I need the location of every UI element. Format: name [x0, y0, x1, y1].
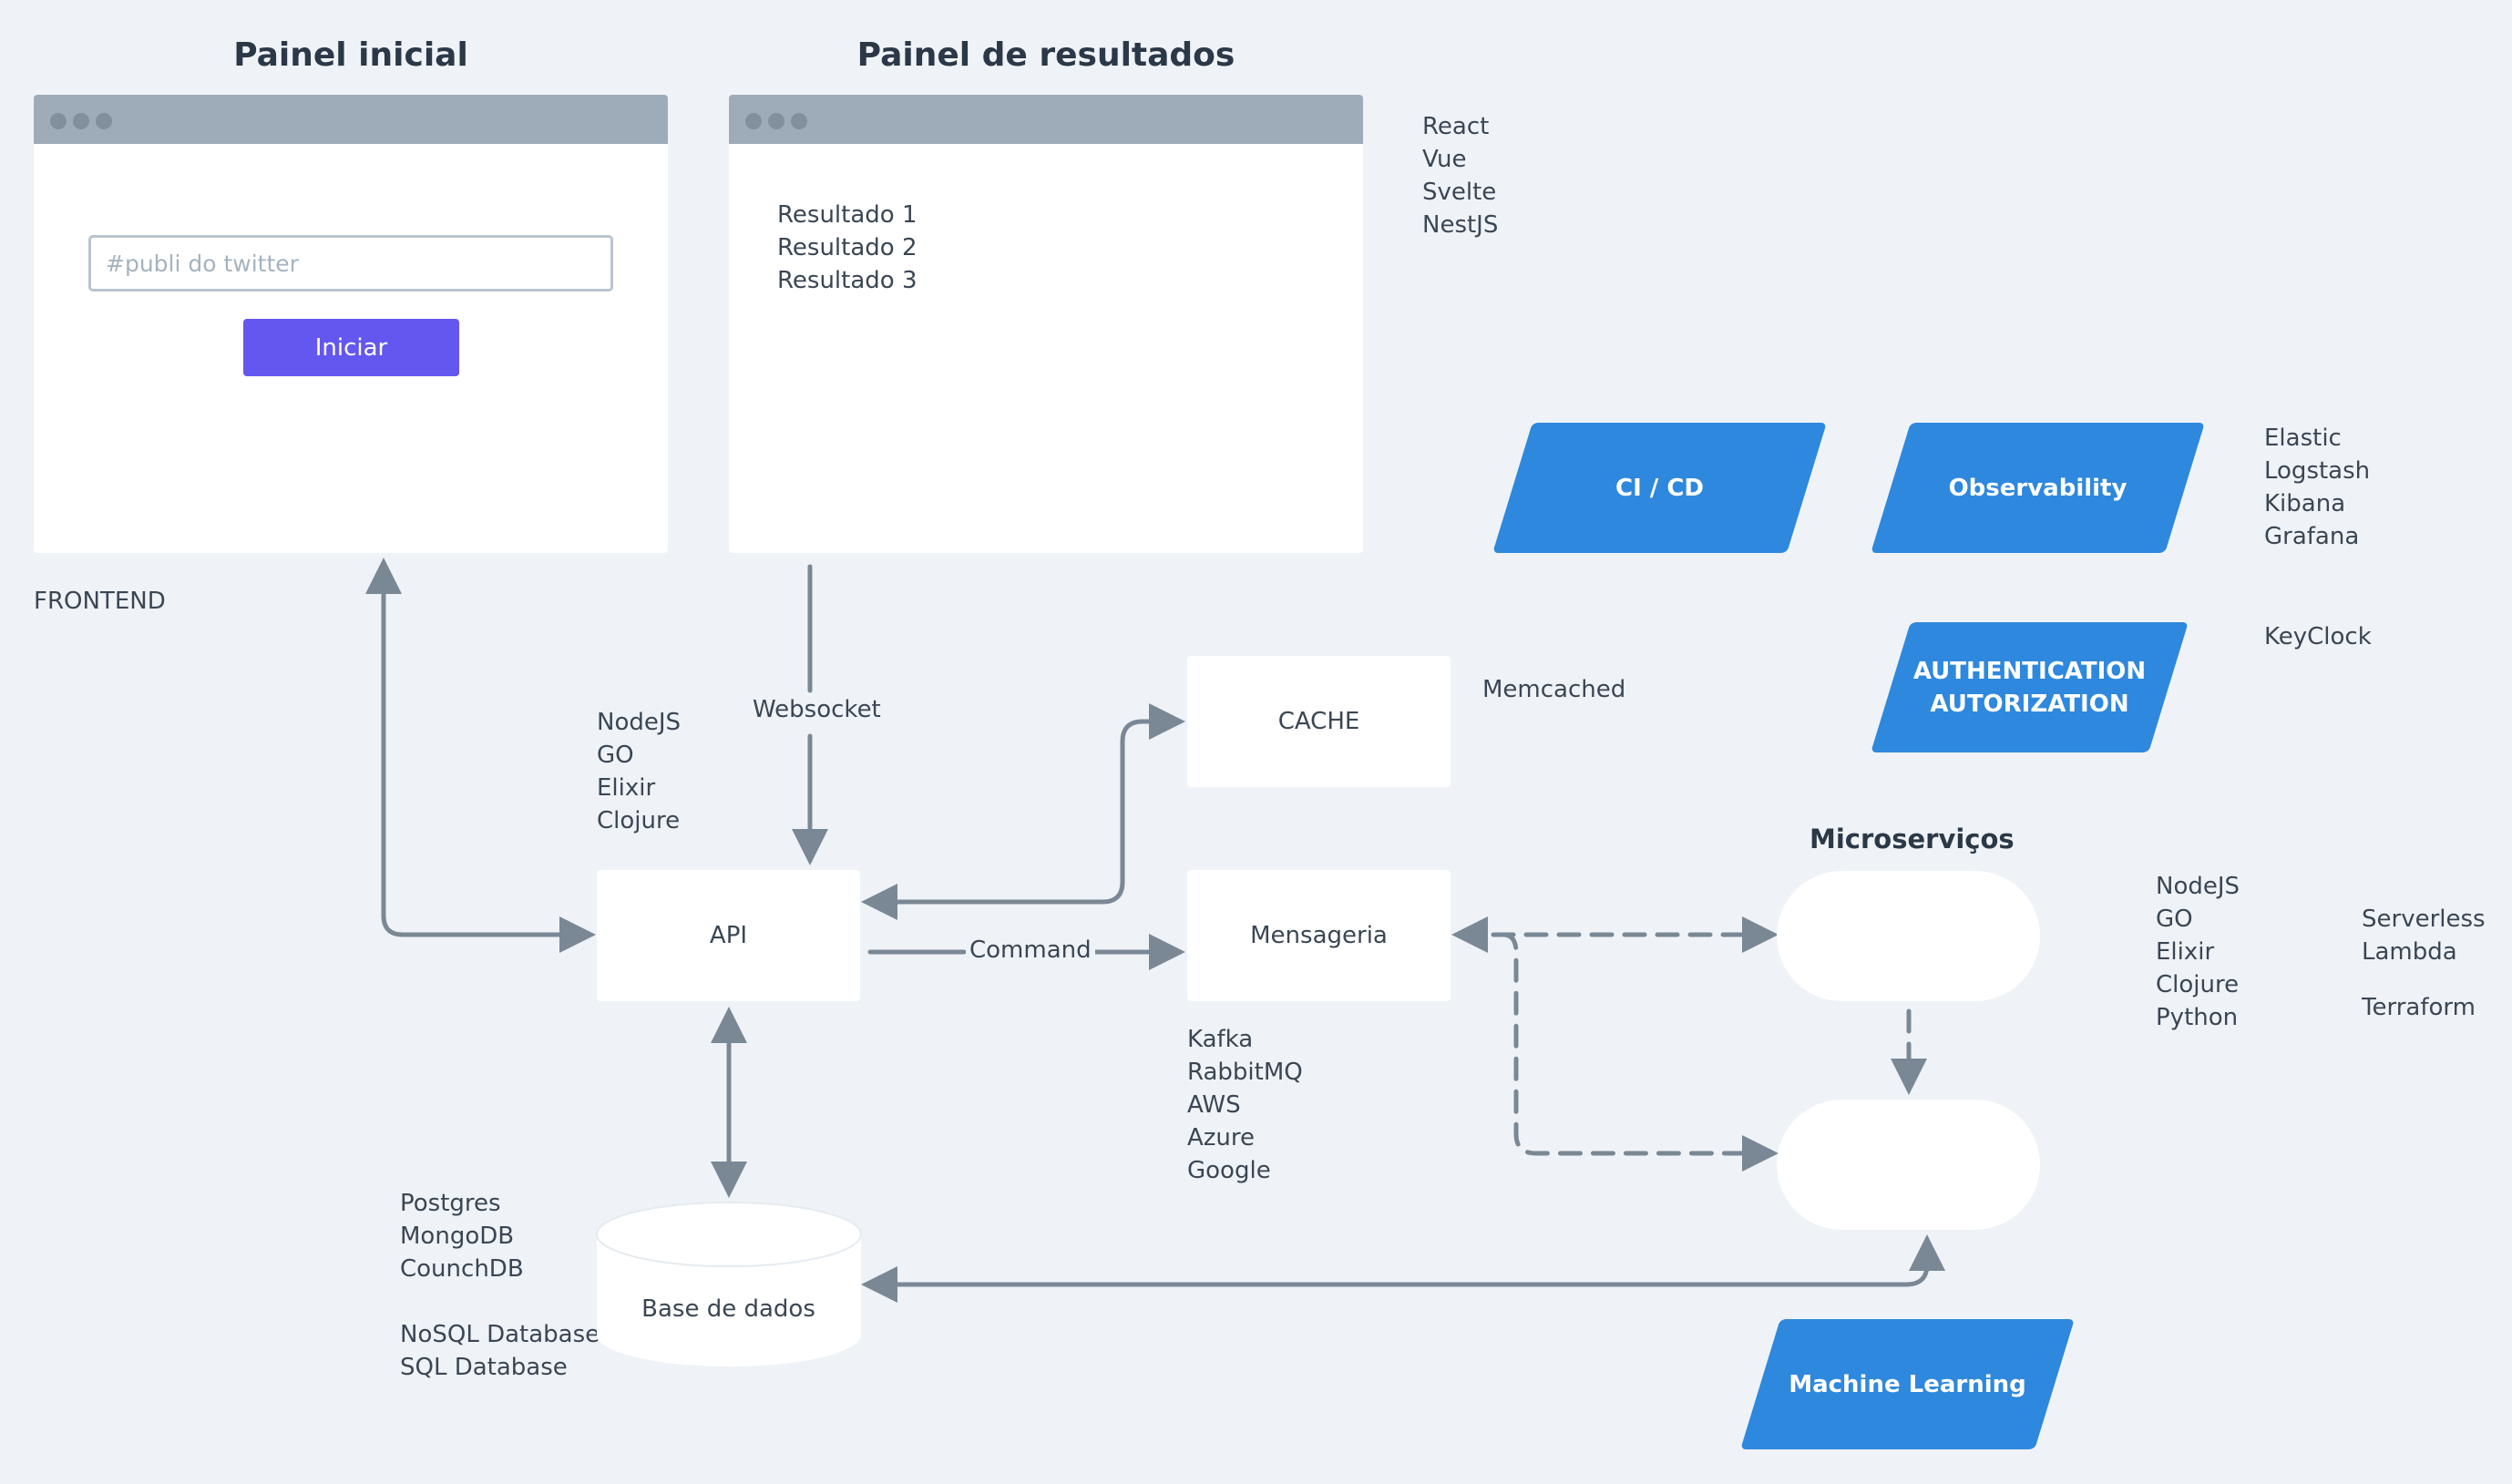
microservices-title: Microserviços [1810, 824, 2015, 855]
arrow-database-microservice [861, 1234, 1945, 1303]
frontend-frameworks: React Vue Svelte NestJS [1422, 110, 1498, 241]
messaging-tech-item: RabbitMQ [1187, 1059, 1303, 1086]
auth-label: AUTHENTICATION AUTORIZATION [1891, 622, 2169, 752]
cache-box: CACHE [1187, 656, 1451, 787]
database-tech-item: MongoDB [400, 1223, 515, 1250]
painel-inicial-title: Painel inicial [233, 36, 468, 74]
database-type-item: NoSQL Database [400, 1321, 600, 1348]
messaging-tech-item: Google [1187, 1157, 1271, 1184]
messaging-tech: Kafka RabbitMQ AWS Azure Google [1187, 1023, 1303, 1187]
microservices-platform-item: Lambda [2362, 938, 2457, 966]
microservices-language-item: Clojure [2156, 971, 2240, 998]
database-tech: Postgres MongoDB CounchDB NoSQL Database… [400, 1187, 600, 1384]
observability-tech-item: Logstash [2264, 457, 2371, 485]
window-dot-icon [791, 113, 807, 129]
observability-block: Observability [1871, 423, 2205, 553]
framework-item: React [1422, 113, 1490, 140]
window-title-bar [729, 95, 1363, 144]
frontend-label: FRONTEND [34, 588, 166, 615]
window-dot-icon [73, 113, 89, 129]
websocket-label: Websocket [749, 696, 885, 723]
spacer [400, 1285, 600, 1318]
database-cylinder [596, 1202, 862, 1366]
messaging-tech-item: Azure [1187, 1124, 1256, 1151]
results-list: Resultado 1 Resultado 2 Resultado 3 [777, 199, 918, 297]
microservices-platform: Serverless Lambda [2362, 903, 2486, 968]
search-input[interactable]: #publi do twitter [88, 235, 613, 292]
messaging-tech-item: AWS [1187, 1091, 1241, 1119]
database-label: Base de dados [641, 1295, 815, 1323]
observability-tech-item: Elastic [2264, 425, 2342, 452]
observability-label: Observability [1948, 474, 2128, 502]
result-item: Resultado 3 [777, 267, 918, 294]
auth-block: AUTHENTICATION AUTORIZATION [1871, 622, 2189, 752]
api-box: API [597, 870, 860, 1001]
iniciar-button[interactable]: Iniciar [243, 319, 459, 376]
arrow-painel-inicial-api [365, 558, 596, 953]
messaging-tech-item: Kafka [1187, 1026, 1254, 1053]
microservice-node-1 [1777, 871, 2040, 1001]
framework-item: NestJS [1422, 211, 1499, 239]
microservices-language-item: NodeJS [2156, 873, 2240, 900]
auth-label-line2: AUTORIZATION [1930, 690, 2129, 718]
api-language-item: NodeJS [597, 709, 682, 736]
microservice-node-2 [1777, 1100, 2040, 1230]
painel-resultados-window [729, 95, 1363, 553]
painel-resultados-title: Painel de resultados [856, 36, 1235, 74]
ci-cd-label: CI / CD [1615, 474, 1705, 502]
mensageria-box: Mensageria [1187, 870, 1451, 1001]
microservices-language-item: Elixir [2156, 938, 2215, 966]
framework-item: Svelte [1422, 179, 1497, 206]
auth-label-line1: AUTHENTICATION [1912, 657, 2147, 685]
ci-cd-block: CI / CD [1492, 423, 1827, 553]
command-label: Command [966, 936, 1095, 964]
observability-tech: Elastic Logstash Kibana Grafana [2264, 422, 2370, 553]
window-dot-icon [50, 113, 67, 129]
observability-tech-item: Kibana [2264, 490, 2346, 517]
microservices-platform-item: Serverless [2362, 906, 2486, 933]
window-dot-icon [96, 113, 112, 129]
api-language-item: Elixir [597, 774, 656, 802]
cache-tech: Memcached [1482, 676, 1626, 703]
machine-learning-block: Machine Learning [1740, 1319, 2075, 1449]
framework-item: Vue [1422, 146, 1467, 173]
observability-tech-item: Grafana [2264, 523, 2360, 550]
api-language-item: Clojure [597, 807, 681, 834]
arrow-api-cache [861, 703, 1185, 920]
auth-tech: KeyClock [2264, 623, 2372, 650]
database-tech-item: Postgres [400, 1190, 501, 1217]
database-type-item: SQL Database [400, 1354, 568, 1381]
microservices-languages: NodeJS GO Elixir Clojure Python [2156, 870, 2240, 1034]
database-tech-item: CounchDB [400, 1255, 524, 1283]
window-dot-icon [768, 113, 784, 129]
window-title-bar [34, 95, 668, 144]
api-language-item: GO [597, 742, 634, 769]
result-item: Resultado 2 [777, 234, 918, 261]
machine-learning-label: Machine Learning [1789, 1370, 2026, 1398]
microservices-language-item: Python [2156, 1004, 2239, 1031]
window-dot-icon [745, 113, 762, 129]
api-languages: NodeJS GO Elixir Clojure [597, 706, 681, 837]
microservices-iac: Terraform [2362, 994, 2476, 1021]
dashed-mensageria-microservice-2 [1501, 932, 1779, 1172]
result-item: Resultado 1 [777, 201, 918, 229]
microservices-language-item: GO [2156, 906, 2193, 933]
